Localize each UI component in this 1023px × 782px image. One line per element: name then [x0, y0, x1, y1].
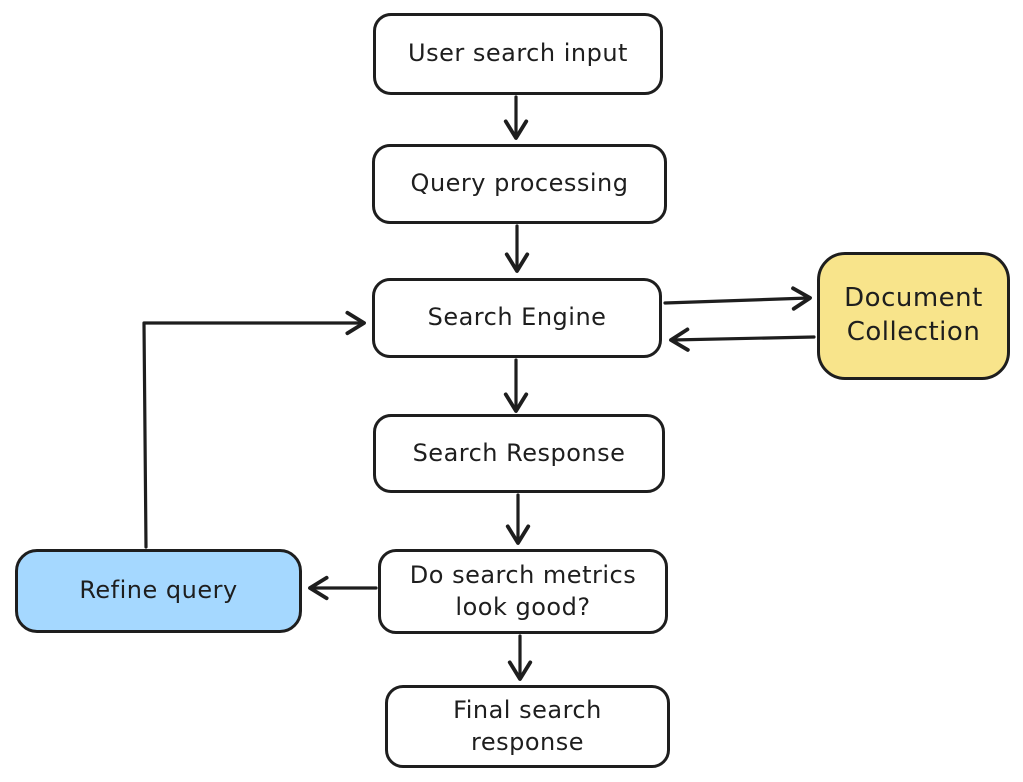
- node-document-collection[interactable]: Document Collection: [817, 252, 1010, 380]
- edge-docs-to-engine: [669, 327, 816, 352]
- node-label: User search input: [408, 39, 628, 68]
- node-label: Search Engine: [427, 303, 607, 332]
- node-label: Search Response: [412, 438, 626, 467]
- node-label: Document Collection: [844, 283, 983, 347]
- node-query-processing[interactable]: Query processing: [372, 144, 667, 224]
- node-label: Do search metrics look good?: [409, 561, 637, 621]
- node-label: Final search response: [453, 696, 602, 756]
- edge-refine-to-engine: [142, 310, 366, 549]
- node-label: Refine query: [79, 576, 238, 605]
- node-user-search-input[interactable]: User search input: [373, 13, 663, 95]
- node-final-search-response[interactable]: Final search response: [385, 685, 670, 768]
- node-refine-query[interactable]: Refine query: [15, 549, 302, 633]
- node-label: Query processing: [410, 169, 629, 198]
- edge-engine-to-docs: [663, 286, 812, 311]
- node-search-response[interactable]: Search Response: [373, 414, 665, 493]
- node-search-engine[interactable]: Search Engine: [372, 278, 662, 358]
- node-metrics-check[interactable]: Do search metrics look good?: [378, 549, 668, 634]
